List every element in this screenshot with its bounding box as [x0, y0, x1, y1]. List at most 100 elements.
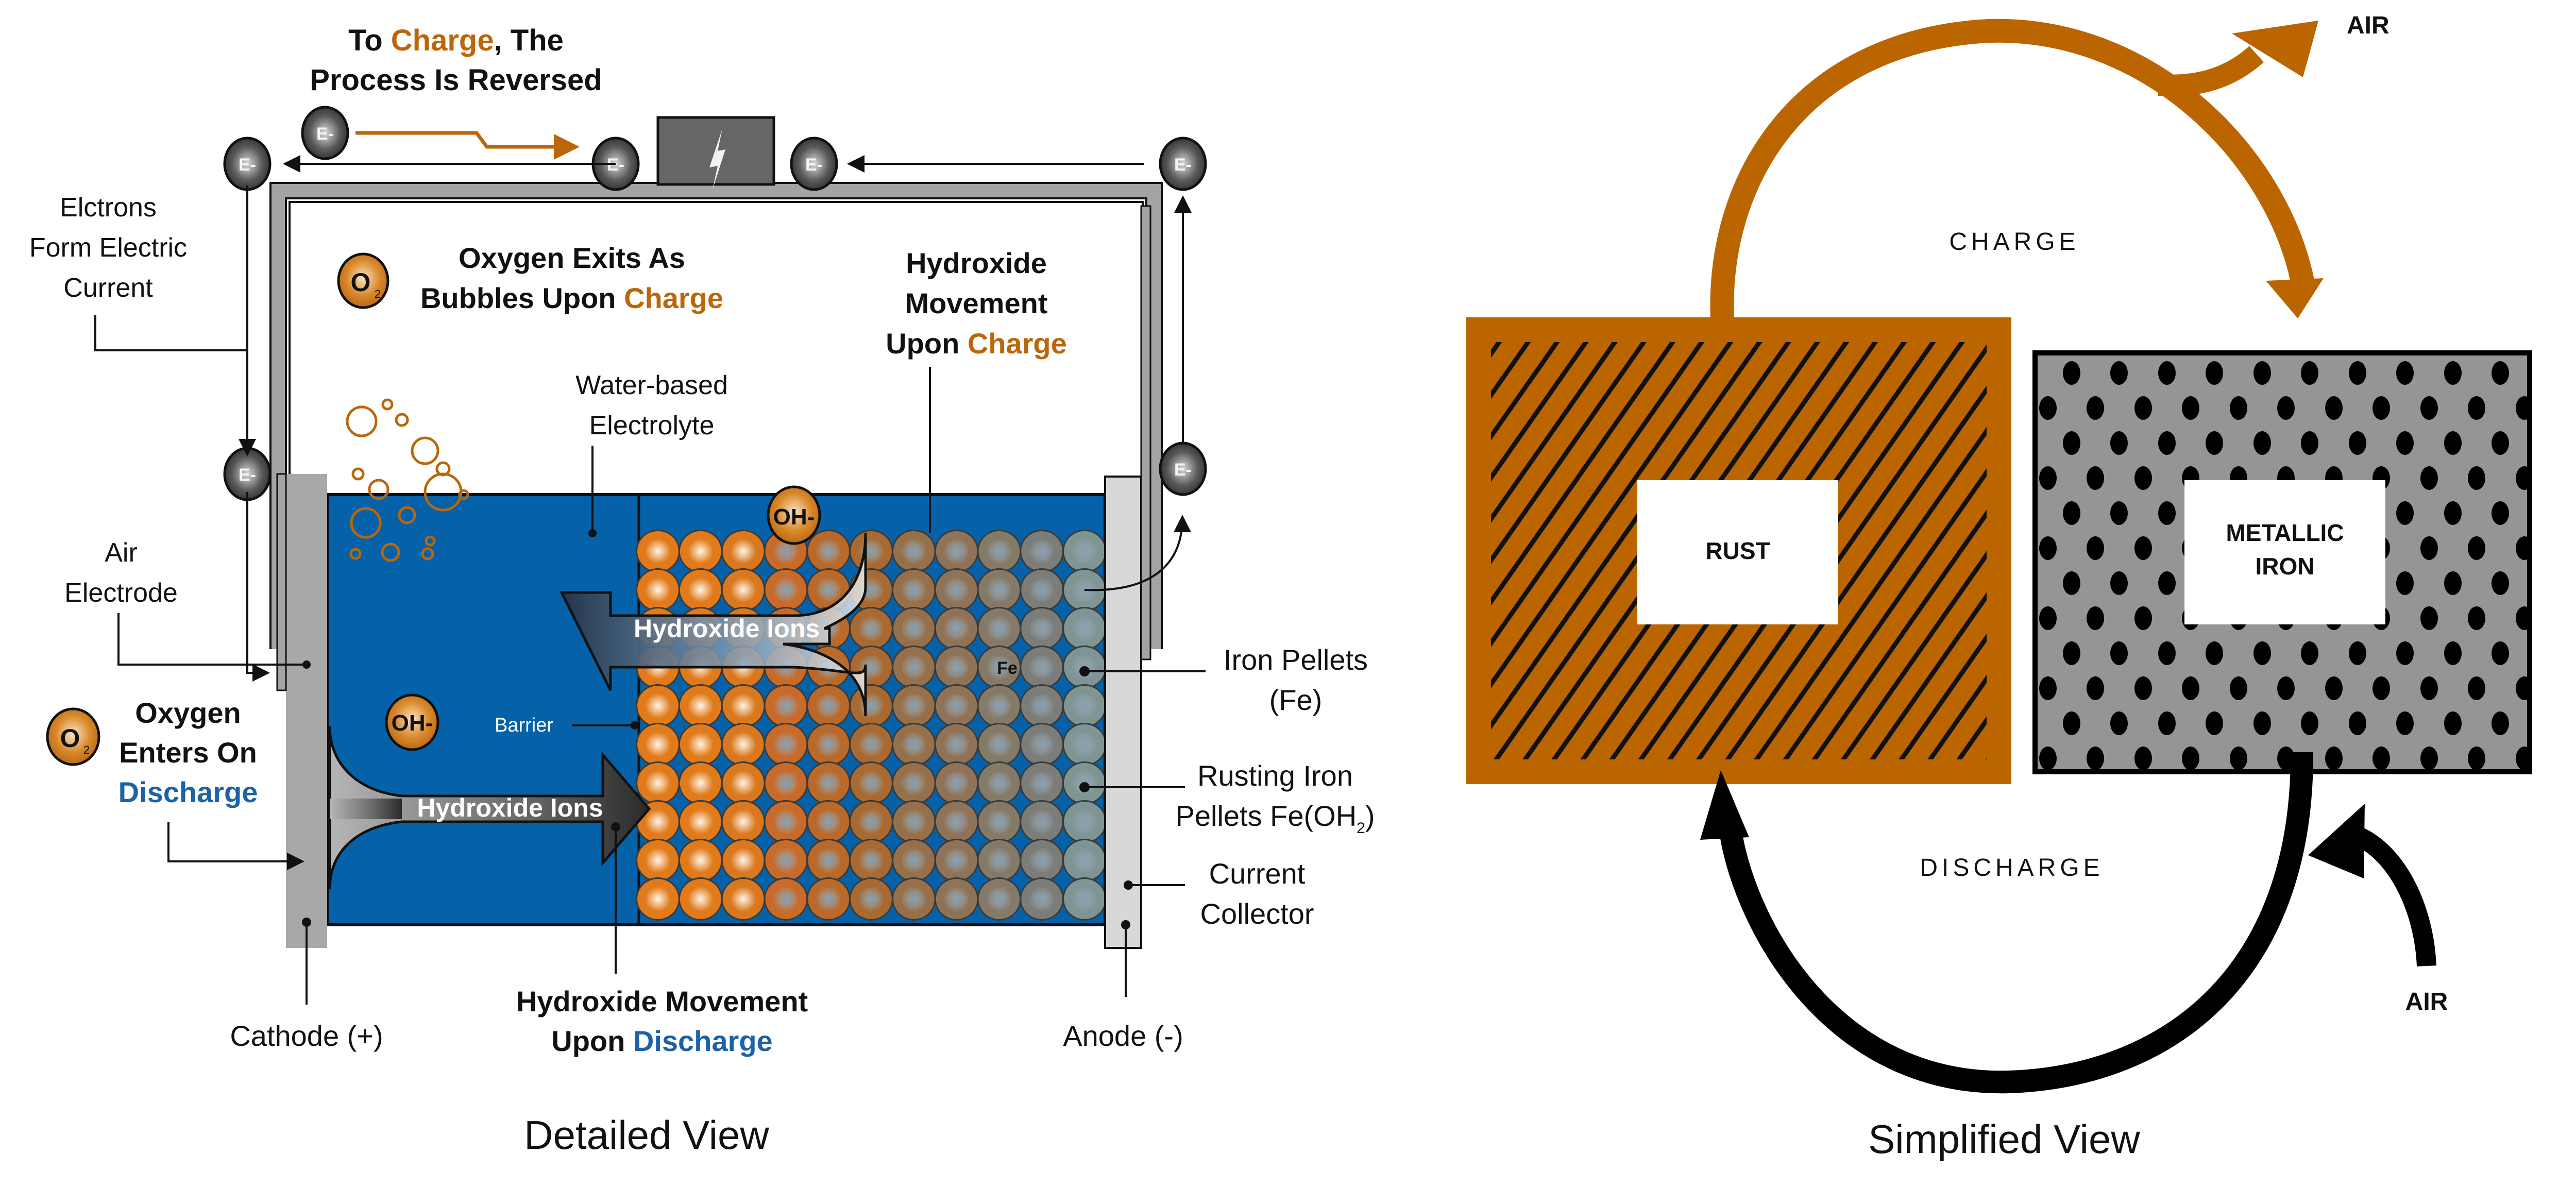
oh-ion-top: OH-	[767, 485, 821, 545]
oxygen-exits-label-line1: Oxygen Exits As	[459, 242, 685, 274]
iron-pellet	[1020, 568, 1064, 612]
iron-pellet	[764, 684, 808, 727]
iron-pellet	[849, 800, 893, 843]
iron-pellet	[977, 839, 1022, 882]
air-in-arrowhead	[2308, 804, 2365, 878]
iron-pellet	[678, 877, 723, 921]
iron-pellet	[934, 568, 979, 612]
iron-pellet	[849, 723, 893, 766]
iron-pellet	[1020, 684, 1064, 727]
iron-pellet	[1062, 839, 1107, 882]
iron-pellet	[1062, 800, 1107, 843]
iron-pellet	[806, 839, 851, 882]
iron-pellet	[934, 607, 979, 650]
iron-pellet	[1020, 761, 1064, 805]
charge-reversed-note: To Charge, The	[348, 24, 564, 57]
hydroxide-discharge-label-line1: Hydroxide Movement	[516, 985, 808, 1018]
iron-pellet	[977, 800, 1022, 843]
oxygen-enters-label-line1: Oxygen	[135, 697, 241, 729]
cathode-plate	[286, 474, 327, 948]
iron-pellet	[678, 530, 723, 573]
electrolyte-label-line2: Electrolyte	[589, 411, 715, 440]
iron-pellet	[891, 607, 936, 650]
iron-label-line1: METALLIC	[2226, 519, 2344, 546]
discharge-arc	[1720, 752, 2314, 1094]
air-out-arrowhead	[2232, 21, 2318, 77]
iron-pellet	[678, 761, 723, 805]
iron-pellet	[891, 723, 936, 766]
iron-label-box	[2184, 480, 2385, 624]
electron-to-electrode-line	[246, 492, 270, 682]
iron-pellet	[849, 684, 893, 727]
iron-pellet	[1020, 607, 1064, 650]
air-electrode-strip	[276, 473, 287, 691]
electrons-label-line1: Elctrons	[60, 193, 157, 223]
iron-pellet	[806, 723, 851, 766]
iron-pellet	[891, 646, 936, 689]
svg-text:E-: E-	[1174, 460, 1192, 480]
charge-arc	[1710, 19, 2315, 336]
charge-label: CHARGE	[1949, 228, 2079, 256]
hydroxide-charge-label-line1: Hydroxide	[906, 247, 1047, 279]
iron-pellet	[977, 568, 1022, 612]
oxygen-exits-label-line2: Bubbles Upon Charge	[420, 282, 723, 314]
anode-strip	[1140, 205, 1151, 660]
iron-pellet	[934, 761, 979, 805]
air-electrode-label-line2: Electrode	[64, 578, 178, 608]
oxygen-enters-label-line3: Discharge	[118, 776, 258, 808]
discharge-label: DISCHARGE	[1920, 854, 2104, 881]
electrons-label-line2: Form Electric	[29, 233, 187, 263]
iron-pellet	[934, 839, 979, 882]
iron-pellet	[891, 839, 936, 882]
air-out-label: AIR	[2347, 12, 2389, 39]
iron-pellet	[636, 839, 680, 882]
iron-pellet	[806, 530, 851, 573]
svg-text:2: 2	[375, 287, 381, 300]
air-electrode-label-line1: Air	[105, 538, 138, 568]
svg-text:E-: E-	[316, 124, 334, 144]
electrons-leader	[94, 315, 246, 351]
iron-pellet	[636, 761, 680, 805]
iron-pellet	[764, 568, 808, 612]
iron-pellet	[636, 877, 680, 921]
electrolyte-label-line1: Water-based	[575, 370, 728, 400]
iron-pellet	[1020, 530, 1064, 573]
oh-ion-left: OH-	[385, 693, 439, 751]
iron-pellet	[678, 800, 723, 843]
oxygen-bubbles	[346, 398, 469, 562]
iron-pellet	[849, 877, 893, 921]
anode-current-collector	[1104, 476, 1142, 949]
anode-label: Anode (-)	[1063, 1020, 1183, 1052]
hydroxide-discharge-arrow: Hydroxide Ions	[328, 726, 651, 889]
discharge-arrowhead	[1700, 770, 1749, 840]
iron-pellet	[678, 568, 723, 612]
air-in-label: AIR	[2405, 988, 2448, 1015]
iron-pellet	[849, 530, 893, 573]
o2-symbol-left: O 2	[46, 707, 100, 766]
iron-pellet	[721, 761, 766, 805]
charge-direction-arrow	[355, 131, 580, 160]
electron: E-	[223, 447, 272, 501]
hydroxide-charge-label-line2: Movement	[905, 287, 1048, 319]
detailed-view: To Charge, The Process Is Reversed	[29, 24, 1375, 1158]
iron-pellet	[636, 530, 680, 573]
hydroxide-discharge-label-line2: Upon Discharge	[551, 1025, 772, 1057]
iron-pellets-label-line1: Iron Pellets	[1224, 643, 1368, 676]
iron-pellet	[934, 877, 979, 921]
iron-pellet	[636, 723, 680, 766]
iron-pellet	[977, 607, 1022, 650]
hydroxide-ions-label-discharge: Hydroxide Ions	[417, 793, 603, 822]
iron-pellet	[891, 877, 936, 921]
iron-pellet	[806, 800, 851, 843]
iron-pellet	[977, 530, 1022, 573]
iron-pellet	[764, 761, 808, 805]
current-collector-label-line2: Collector	[1200, 897, 1314, 930]
iron-pellet	[1020, 723, 1064, 766]
iron-pellet	[1020, 646, 1064, 689]
iron-pellet	[977, 723, 1022, 766]
lightning-icon	[709, 129, 725, 190]
iron-pellet	[934, 530, 979, 573]
rust-label: RUST	[1705, 537, 1770, 564]
iron-pellet	[891, 761, 936, 805]
